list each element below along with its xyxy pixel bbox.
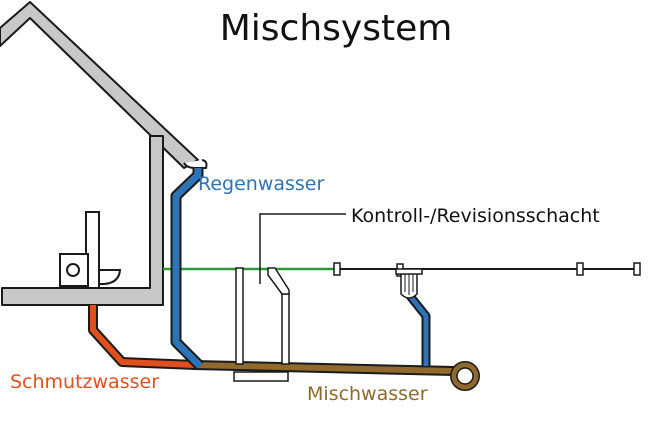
toilet-bowl (98, 269, 122, 285)
house-roof (0, 1, 199, 169)
mixed-water-pipe-fill (191, 362, 457, 374)
gully-top (395, 268, 423, 275)
washing-machine (59, 253, 89, 287)
label-schmutzwasser: Schmutzwasser (10, 371, 159, 393)
line-marker-3 (576, 262, 584, 276)
rainwater-pipe-outline (170, 168, 204, 370)
house-wall (1, 135, 164, 306)
line-marker-4 (633, 262, 641, 276)
label-mischwasser: Mischwasser (307, 383, 428, 405)
shaft-cone (267, 267, 290, 295)
shaft-wall-left (235, 267, 244, 365)
mixed-water-pipe-end-ring (451, 362, 479, 390)
shaft-leader-line (259, 213, 346, 284)
rainwater-pipe (172, 168, 203, 369)
label-kontroll-revisionsschacht: Kontroll-/Revisionsschacht (351, 205, 600, 227)
label-regenwasser: Regenwasser (198, 173, 324, 195)
wastewater-pipe (90, 305, 197, 368)
mixed-water-pipe-end-inner (456, 367, 474, 385)
shaft-wall-right (281, 293, 290, 365)
gully-pipe (408, 294, 429, 366)
shaft-base (233, 371, 289, 382)
washing-machine-door (66, 263, 80, 277)
diagram-title: Mischsystem (220, 8, 453, 49)
line-marker-1 (333, 262, 341, 276)
